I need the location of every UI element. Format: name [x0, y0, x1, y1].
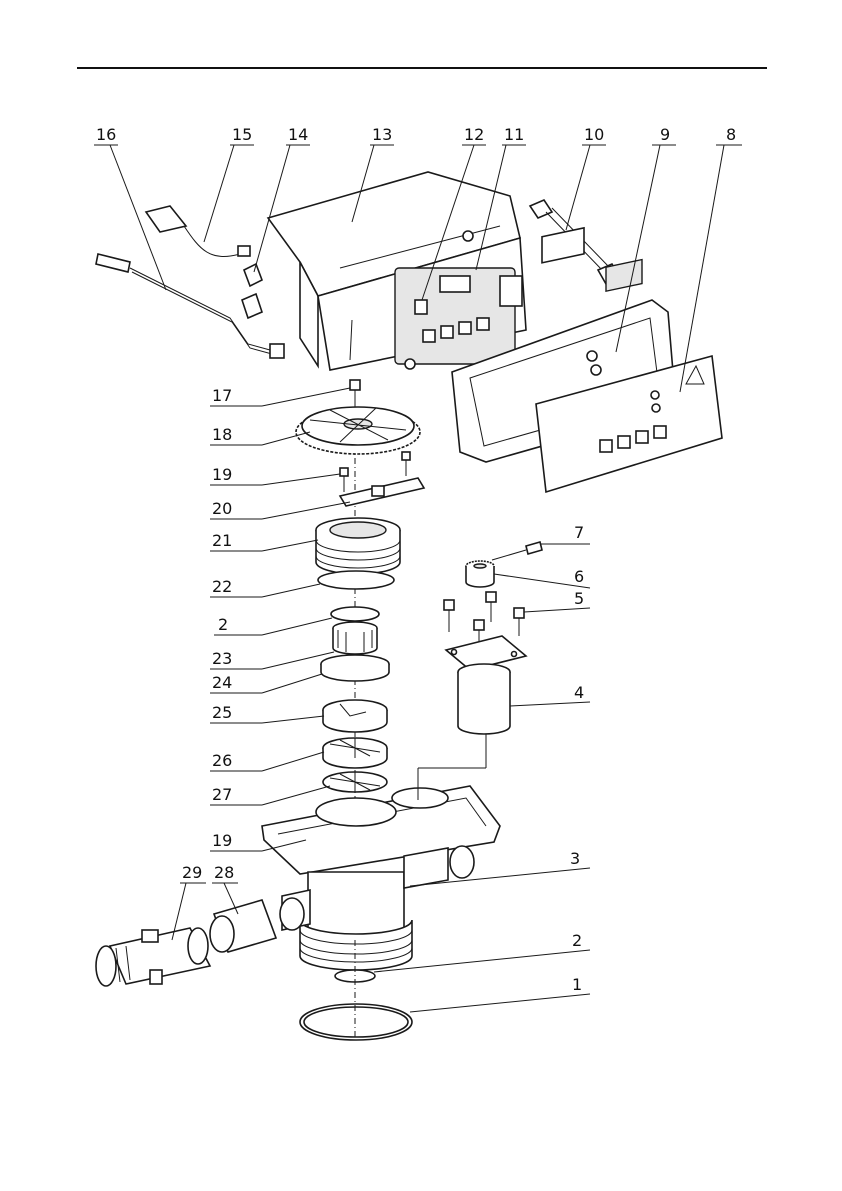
- screw-part: [350, 380, 360, 408]
- callout-20: 20: [210, 499, 350, 519]
- svg-text:13: 13: [372, 125, 392, 144]
- callout-6: 6: [494, 567, 590, 588]
- svg-text:14: 14: [288, 125, 308, 144]
- svg-text:23: 23: [212, 649, 232, 668]
- motor-screw-part: [444, 592, 524, 648]
- seal-disc-part: [323, 700, 387, 732]
- callout-25: 25: [210, 703, 324, 723]
- spoke-ring-part: [323, 772, 387, 792]
- svg-text:1: 1: [572, 975, 582, 994]
- clip-part: [242, 264, 262, 318]
- sensor-cable-part: [146, 206, 250, 256]
- callout-27: 27: [210, 785, 330, 805]
- callout-4: 4: [510, 683, 590, 706]
- svg-text:9: 9: [660, 125, 670, 144]
- svg-text:6: 6: [574, 567, 584, 586]
- valve-body-part: [262, 786, 500, 970]
- svg-text:20: 20: [212, 499, 232, 518]
- housing-part: [268, 172, 526, 370]
- svg-text:7: 7: [574, 523, 584, 542]
- callout-22: 22: [210, 577, 320, 597]
- svg-text:22: 22: [212, 577, 232, 596]
- bypass-valve-part: [96, 928, 210, 986]
- svg-text:12: 12: [464, 125, 484, 144]
- callout-17: 17: [210, 386, 350, 406]
- callout-10: 10: [566, 125, 606, 230]
- pin-part: [492, 542, 542, 560]
- disc-part: [321, 655, 389, 681]
- gear-part: [296, 407, 420, 454]
- svg-text:10: 10: [584, 125, 604, 144]
- callout-21: 21: [210, 531, 318, 551]
- callout-23: 23: [210, 649, 334, 669]
- svg-text:25: 25: [212, 703, 232, 722]
- svg-text:2: 2: [218, 615, 228, 634]
- svg-text:11: 11: [504, 125, 524, 144]
- motor-part: [418, 636, 526, 800]
- svg-text:15: 15: [232, 125, 252, 144]
- callout-5: 5: [524, 589, 590, 612]
- svg-text:16: 16: [96, 125, 116, 144]
- svg-text:26: 26: [212, 751, 232, 770]
- o-ring-part-2-upper: [331, 607, 379, 621]
- spacer-part: [333, 622, 377, 654]
- svg-text:5: 5: [574, 589, 584, 608]
- svg-text:4: 4: [574, 683, 584, 702]
- svg-text:19: 19: [212, 831, 232, 850]
- callout-1: 1: [410, 975, 590, 1012]
- threaded-cap-part: [316, 518, 400, 574]
- callout-19-upper: 19: [210, 465, 340, 485]
- svg-text:27: 27: [212, 785, 232, 804]
- sensor-board-part: [340, 478, 424, 506]
- svg-text:29: 29: [182, 863, 202, 882]
- svg-text:21: 21: [212, 531, 232, 550]
- svg-text:17: 17: [212, 386, 232, 405]
- callout-18: 18: [210, 425, 310, 445]
- svg-text:2: 2: [572, 931, 582, 950]
- motor-gear-part: [466, 561, 494, 587]
- large-o-ring-part: [300, 1004, 412, 1040]
- callout-26: 26: [210, 751, 324, 771]
- spoke-disc-part: [323, 738, 387, 768]
- callout-15: 15: [204, 125, 254, 242]
- coupling-part: [210, 900, 276, 952]
- svg-text:18: 18: [212, 425, 232, 444]
- svg-text:19: 19: [212, 465, 232, 484]
- svg-text:3: 3: [570, 849, 580, 868]
- o-ring-part-22: [318, 571, 394, 589]
- callout-8: 8: [680, 125, 742, 392]
- svg-text:8: 8: [726, 125, 736, 144]
- callout-28: 28: [212, 863, 238, 914]
- callout-7: 7: [540, 523, 590, 544]
- callout-24: 24: [210, 673, 322, 693]
- callout-2-upper: 2: [214, 615, 332, 635]
- svg-text:28: 28: [214, 863, 234, 882]
- svg-text:24: 24: [212, 673, 232, 692]
